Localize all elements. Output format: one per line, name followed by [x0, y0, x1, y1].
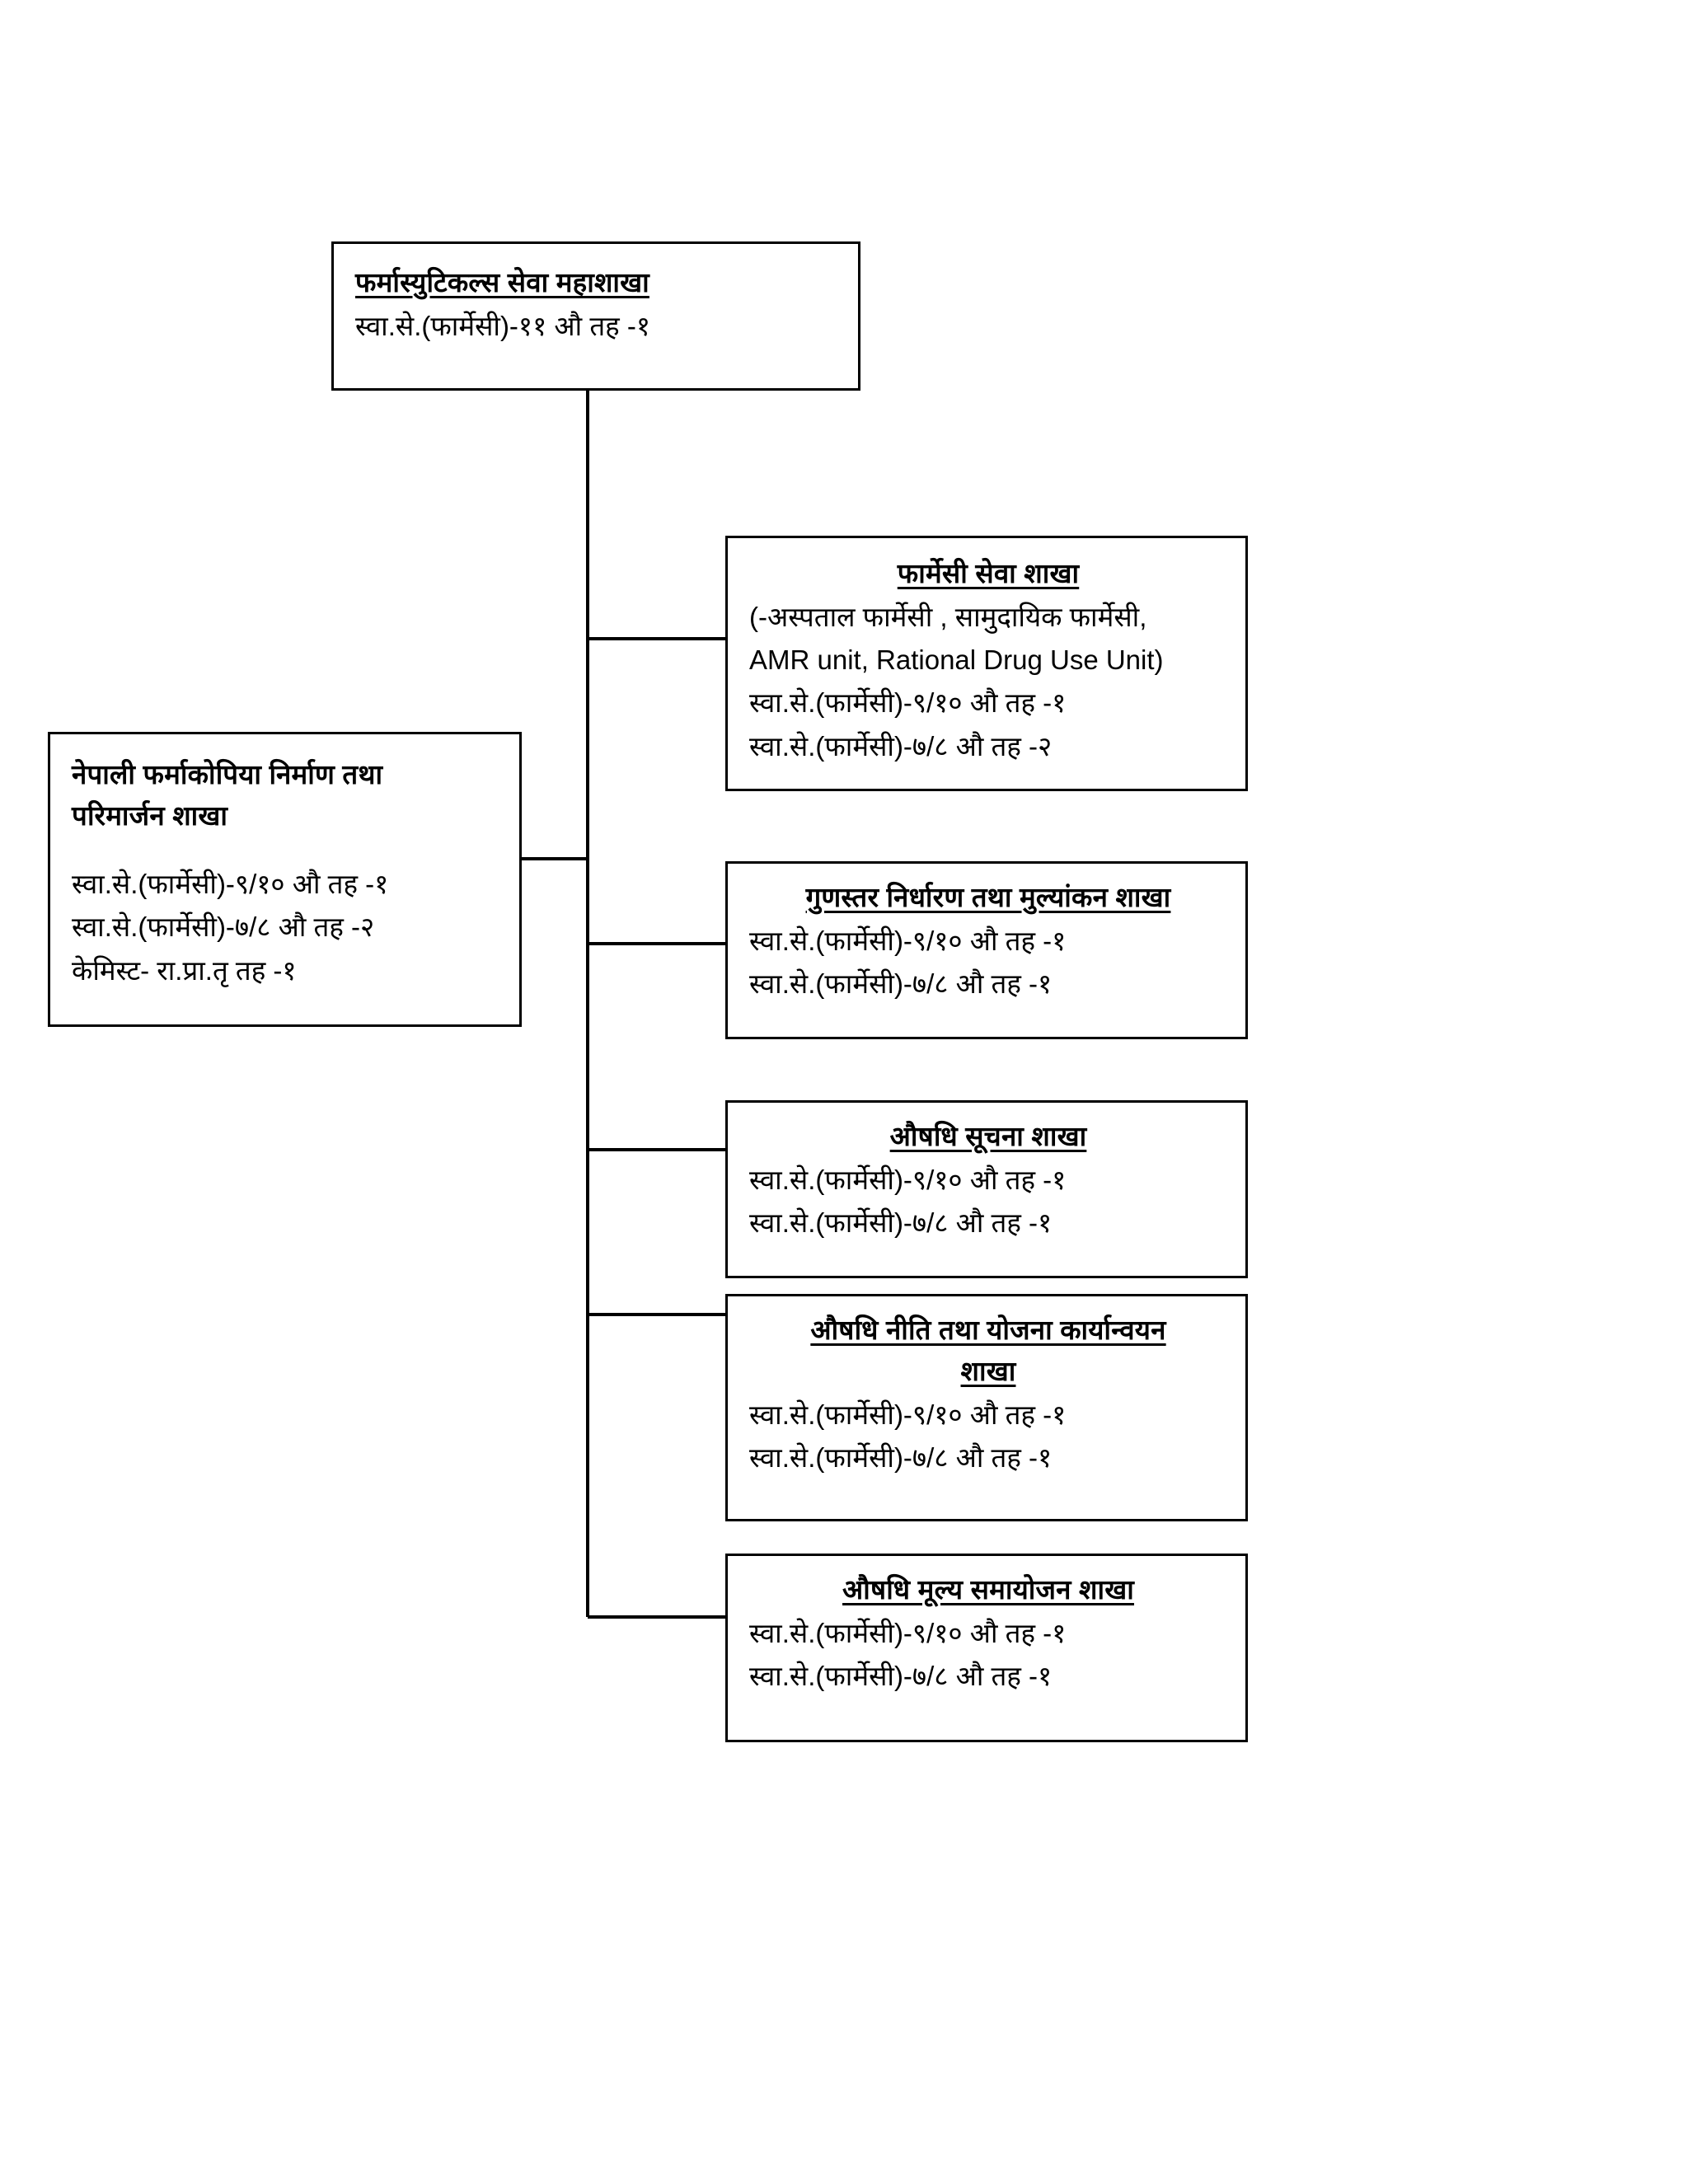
node-line: स्वा.से.(फार्मेसी)-९/१० औ तह -१ [749, 1618, 1067, 1649]
node-line: केमिस्ट- रा.प्रा.तृ तह -१ [72, 954, 297, 986]
node-body: स्वा.से.(फार्मेसी)-९/१० औ तह -१ स्वा.से.… [72, 863, 501, 991]
node-title: औषधि नीति तथा योजना कार्यान्वयन शाखा [810, 1315, 1166, 1387]
node-body: स्वा.से.(फार्मेसी)-९/१० औ तह -१ स्वा.से.… [749, 920, 1227, 1005]
node-body: स्वा.से.(फार्मेसी)-९/१० औ तह -१ स्वा.से.… [749, 1159, 1227, 1244]
node-line: स्वा.से.(फार्मेसी)-७/८ औ तह -२ [749, 730, 1053, 762]
node-pharmaceuticals-service-division[interactable]: फर्मास्युटिकल्स सेवा महाशाखा स्वा.से.(फा… [331, 241, 860, 391]
node-line: स्वा.से.(फार्मेसी)-९/१० औ तह -१ [749, 1165, 1067, 1196]
node-line: स्वा.से.(फार्मेसी)-७/८ औ तह -१ [749, 1442, 1053, 1474]
node-title: फार्मेसी सेवा शाखा [897, 558, 1080, 588]
node-drug-information-section[interactable]: औषधि सूचना शाखा स्वा.से.(फार्मेसी)-९/१० … [725, 1100, 1248, 1278]
node-line: स्वा.से.(फार्मेसी)-११ औ तह -१ [355, 311, 650, 342]
node-title: औषधि मूल्य समायोजन शाखा [842, 1574, 1134, 1605]
node-body: स्वा.से.(फार्मेसी)-९/१० औ तह -१ स्वा.से.… [749, 1612, 1227, 1698]
node-line: स्वा.से.(फार्मेसी)-७/८ औ तह -१ [749, 968, 1053, 1000]
node-nepali-pharmacopoeia-section[interactable]: नेपाली फर्माकोपिया निर्माण तथा परिमार्जन… [48, 732, 522, 1027]
node-line: स्वा.से.(फार्मेसी)-७/८ औ तह -१ [749, 1207, 1053, 1239]
node-title: औषधि सूचना शाखा [889, 1121, 1087, 1151]
node-pharmacy-service-section[interactable]: फार्मेसी सेवा शाखा (-अस्पताल फार्मेसी , … [725, 536, 1248, 791]
node-line: स्वा.से.(फार्मेसी)-७/८ औ तह -२ [72, 912, 375, 943]
node-title: गुणस्तर निर्धारण तथा मुल्यांकन शाखा [805, 882, 1171, 912]
node-line: स्वा.से.(फार्मेसी)-९/१० औ तह -१ [749, 1399, 1067, 1431]
node-body: स्वा.से.(फार्मेसी)-११ औ तह -१ [355, 305, 840, 348]
node-line: स्वा.से.(फार्मेसी)-९/१० औ तह -१ [749, 687, 1067, 719]
node-title: फर्मास्युटिकल्स सेवा महाशाखा [355, 267, 649, 298]
spacer [72, 837, 501, 861]
node-drug-price-adjustment-section[interactable]: औषधि मूल्य समायोजन शाखा स्वा.से.(फार्मेस… [725, 1554, 1248, 1742]
node-body: स्वा.से.(फार्मेसी)-९/१० औ तह -१ स्वा.से.… [749, 1394, 1227, 1479]
node-drug-policy-plan-implementation-section[interactable]: औषधि नीति तथा योजना कार्यान्वयन शाखा स्व… [725, 1294, 1248, 1521]
node-body: (-अस्पताल फार्मेसी , सामुदायिक फार्मेसी,… [749, 596, 1227, 768]
node-quality-assurance-evaluation-section[interactable]: गुणस्तर निर्धारण तथा मुल्यांकन शाखा स्वा… [725, 861, 1248, 1039]
node-title: नेपाली फर्माकोपिया निर्माण तथा परिमार्जन… [72, 759, 383, 832]
node-line: स्वा.से.(फार्मेसी)-९/१० औ तह -१ [749, 926, 1067, 957]
node-line: (-अस्पताल फार्मेसी , सामुदायिक फार्मेसी, [749, 602, 1147, 633]
node-line: स्वा.से.(फार्मेसी)-७/८ औ तह -१ [749, 1661, 1053, 1692]
node-line: स्वा.से.(फार्मेसी)-९/१० औ तह -१ [72, 869, 389, 900]
node-line: AMR unit, Rational Drug Use Unit) [749, 644, 1164, 676]
